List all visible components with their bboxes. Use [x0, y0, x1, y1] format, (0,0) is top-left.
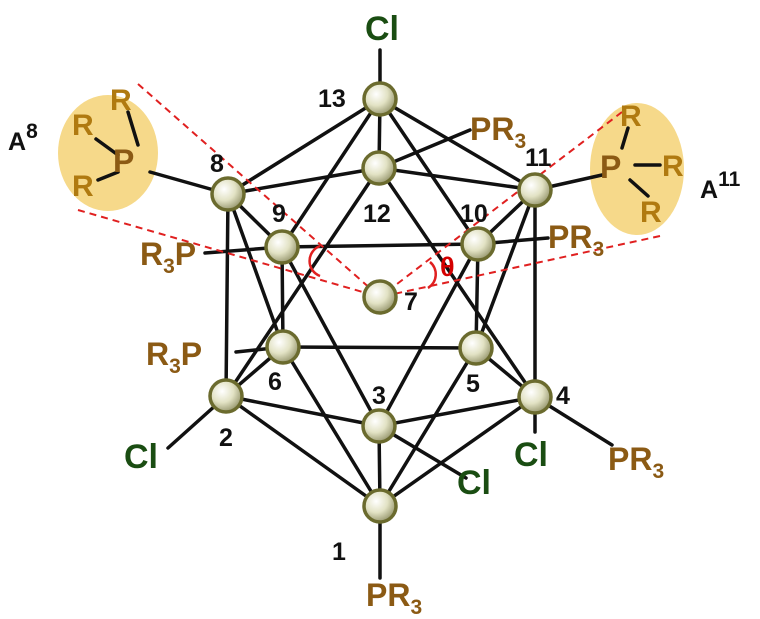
atom-10: [460, 226, 496, 262]
r3p-atom9: R3P: [140, 236, 196, 278]
label-4: 4: [556, 382, 570, 410]
label-2: 2: [219, 424, 233, 452]
pr3-atom4: PR3: [608, 441, 664, 483]
atom-3: [361, 408, 397, 444]
atom-4: [517, 379, 553, 415]
atom-13: [362, 81, 398, 117]
a11-r-bottom: R: [640, 196, 662, 229]
cl-atom4: Cl: [514, 436, 548, 474]
label-1: 1: [332, 538, 346, 566]
label-3: 3: [372, 382, 386, 410]
atom-2: [208, 378, 244, 414]
label-7: 7: [404, 288, 418, 316]
a8-r-bottom: R: [72, 170, 94, 203]
label-10: 10: [460, 200, 488, 228]
label-11: 11: [525, 144, 552, 172]
pr3-atom12: PR3: [470, 111, 526, 153]
angle-construction-lines: [77, 83, 661, 298]
label-13: 13: [318, 85, 346, 113]
atom-9: [264, 229, 300, 265]
label-12: 12: [363, 200, 391, 228]
atom-11: [517, 172, 553, 208]
a8-r-top: R: [110, 84, 132, 117]
a8-phosphorus: P: [113, 143, 134, 179]
label-6: 6: [268, 368, 282, 396]
group-a8-labels: P R R R: [72, 84, 134, 203]
label-a11: A11: [700, 168, 741, 204]
atoms: [208, 81, 553, 524]
atom-5: [458, 330, 494, 366]
chlorine-labels: Cl Cl Cl Cl: [124, 10, 548, 502]
cl-top: Cl: [365, 10, 399, 48]
a11-r-right: R: [662, 150, 684, 183]
phosphine-labels: PR3 PR3 PR3 PR3 R3P R3P: [140, 111, 664, 619]
highlight-a11: [590, 103, 684, 235]
cl-atom3: Cl: [457, 464, 491, 502]
angle-arcs: [308, 244, 437, 290]
atom-6: [265, 329, 301, 365]
label-9: 9: [272, 200, 286, 228]
label-5: 5: [466, 370, 480, 398]
pr3-atom1: PR3: [366, 577, 422, 619]
atom-12: [361, 150, 397, 186]
atom-8: [210, 176, 246, 212]
pr3-atom10: PR3: [548, 219, 604, 261]
atom-number-labels: 1 2 3 4 5 6 7 8 9 10 11 12 13: [210, 85, 570, 566]
cl-atom2: Cl: [124, 438, 158, 476]
group-a11-labels: P R R R: [600, 100, 684, 229]
r3p-atom6: R3P: [146, 336, 202, 378]
a11-phosphorus: P: [600, 149, 621, 185]
a11-r-top: R: [620, 100, 642, 133]
label-a8: A8: [8, 120, 38, 156]
label-8: 8: [210, 150, 224, 178]
theta-angle-label: θ: [440, 252, 455, 282]
atom-7: [362, 279, 398, 315]
a8-r-left: R: [72, 109, 94, 142]
atom-1: [362, 488, 398, 524]
